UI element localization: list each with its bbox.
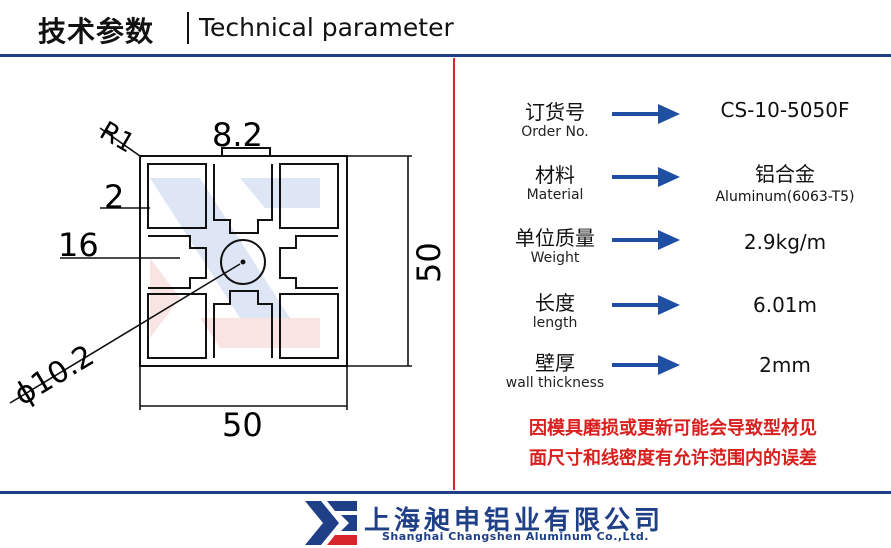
param-label-cn: 材料 bbox=[535, 163, 575, 187]
param-row-weight: 单位质量 Weight 2.9kg/m bbox=[470, 218, 880, 276]
page-title-cn: 技术参数 bbox=[38, 15, 155, 48]
param-label-cn: 单位质量 bbox=[515, 226, 595, 250]
arrow-right-icon bbox=[612, 355, 680, 375]
param-value: 铝合金 bbox=[755, 162, 815, 186]
dim-depth-label: 16 bbox=[58, 226, 99, 264]
param-value: 2mm bbox=[759, 353, 811, 377]
param-label-cn: 壁厚 bbox=[535, 351, 575, 375]
dim-hole-label: ϕ10.2 bbox=[8, 338, 100, 413]
title-divider bbox=[187, 12, 189, 44]
column-divider bbox=[453, 58, 455, 490]
arrow-right-icon bbox=[612, 104, 680, 124]
profile-drawing: R1 8.2 2 16 50 50 ϕ10.2 bbox=[8, 116, 448, 444]
profile-outline bbox=[139, 147, 348, 367]
company-name-cn: 上海昶申铝业有限公司 bbox=[364, 506, 665, 536]
param-label-en: Weight bbox=[530, 250, 580, 266]
tolerance-warning: 因模具磨损或更新可能会导致型材见 面尺寸和线密度有允许范围内的误差 bbox=[458, 414, 888, 474]
dim-radius-label: R1 bbox=[95, 116, 140, 159]
param-label-en: Order No. bbox=[521, 124, 589, 140]
param-value: 2.9kg/m bbox=[743, 230, 827, 254]
param-label-en: length bbox=[532, 315, 578, 331]
company-name-en: Shanghai Changshen Aluminum Co.,Ltd. bbox=[382, 530, 649, 543]
dimension-lines bbox=[9, 127, 412, 410]
header-rule bbox=[0, 54, 891, 57]
param-value: 6.01m bbox=[752, 293, 817, 317]
warning-line-2: 面尺寸和线密度有允许范围内的误差 bbox=[529, 448, 817, 469]
param-value: CS-10-5050F bbox=[720, 98, 850, 122]
hole-center bbox=[240, 259, 246, 265]
dim-height-label: 50 bbox=[410, 242, 448, 283]
arrow-right-icon bbox=[612, 295, 680, 315]
param-label-cn: 长度 bbox=[535, 291, 575, 315]
param-row-material: 材料 Material 铝合金 Aluminum(6063-T5) bbox=[470, 155, 880, 213]
dim-slot-label: 8.2 bbox=[212, 116, 263, 154]
dim-width-label: 50 bbox=[222, 406, 263, 444]
arrow-right-icon bbox=[612, 167, 680, 187]
param-row-wall-thickness: 壁厚 wall thickness 2mm bbox=[470, 343, 880, 401]
dim-wall-label: 2 bbox=[104, 178, 124, 216]
param-row-length: 长度 length 6.01m bbox=[470, 283, 880, 341]
header: 技术参数 Technical parameter bbox=[0, 0, 891, 56]
watermark-logo bbox=[150, 178, 320, 348]
param-label-en: Material bbox=[526, 187, 584, 203]
param-value-sub: Aluminum(6063-T5) bbox=[715, 189, 855, 205]
param-row-order-no: 订货号 Order No. CS-10-5050F bbox=[470, 92, 880, 150]
page-title-en: Technical parameter bbox=[199, 13, 454, 42]
warning-line-1: 因模具磨损或更新可能会导致型材见 bbox=[529, 418, 817, 439]
param-label-cn: 订货号 bbox=[525, 100, 585, 124]
param-label-en: wall thickness bbox=[505, 375, 605, 391]
footer-rule bbox=[0, 491, 891, 494]
company-logo bbox=[305, 501, 357, 545]
arrow-right-icon bbox=[612, 230, 680, 250]
